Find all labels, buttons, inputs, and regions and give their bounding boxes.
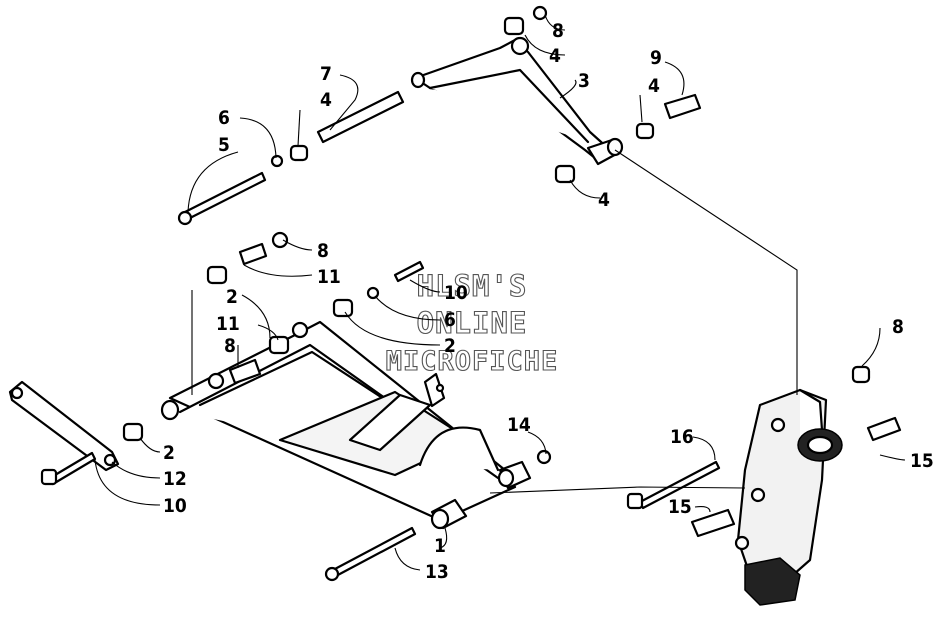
watermark-line-1: HLSM'S bbox=[417, 269, 528, 303]
callout-labels: 8 4 3 7 4 9 4 6 5 4 8 11 10 2 6 11 2 8 1… bbox=[163, 20, 934, 583]
watermark-line-3: MICROFICHE bbox=[386, 346, 559, 377]
lower-a-arm bbox=[160, 320, 532, 530]
watermark: HLSM'S ONLINE MICROFICHE bbox=[385, 268, 559, 377]
callout-3-upper-a-arm: 3 bbox=[578, 70, 590, 92]
callout-4-upper-top-bushing: 4 bbox=[549, 45, 561, 67]
callout-2-bushing-right: 2 bbox=[444, 335, 456, 357]
upper-bushings-right bbox=[554, 93, 702, 184]
lower-hardware bbox=[122, 231, 552, 465]
callout-2-bushing-link: 2 bbox=[163, 442, 175, 464]
callout-13-long-bolt: 13 bbox=[425, 561, 449, 583]
alignment-lines bbox=[191, 149, 798, 494]
callout-14-nut: 14 bbox=[507, 414, 531, 436]
callout-4-shaft-bushing: 4 bbox=[320, 89, 332, 111]
callout-12-link: 12 bbox=[163, 468, 187, 490]
upper-a-arm bbox=[410, 36, 624, 166]
callout-9-sleeve: 9 bbox=[650, 47, 662, 69]
callout-10-bolt: 10 bbox=[444, 282, 468, 304]
sway-link bbox=[8, 380, 120, 486]
spindle-knuckle bbox=[734, 388, 843, 606]
upper-pivot-shaft bbox=[177, 90, 405, 226]
callout-5-bolt: 5 bbox=[218, 134, 230, 156]
callout-15-lower-pin: 15 bbox=[668, 496, 692, 518]
callout-11-sleeve-left: 11 bbox=[216, 313, 240, 335]
spindle-hardware bbox=[626, 365, 902, 538]
watermark-line-2: ONLINE bbox=[417, 306, 528, 340]
callout-6-washer: 6 bbox=[218, 107, 230, 129]
callout-8-spindle-nut: 8 bbox=[892, 316, 904, 338]
callout-2-bushing: 2 bbox=[226, 286, 238, 308]
callout-7-shaft: 7 bbox=[320, 63, 332, 85]
callout-8-nut-left: 8 bbox=[224, 335, 236, 357]
callout-8-upper-nut: 8 bbox=[552, 20, 564, 42]
callout-6-washer-lower: 6 bbox=[444, 309, 456, 331]
callout-8-lower-nut: 8 bbox=[317, 240, 329, 262]
callout-4-lower-bushing: 4 bbox=[598, 189, 610, 211]
callout-16-bolt: 16 bbox=[670, 426, 694, 448]
long-bolt bbox=[324, 526, 417, 582]
callout-10-link-bolt: 10 bbox=[163, 495, 187, 517]
callout-4-right-bushing: 4 bbox=[648, 75, 660, 97]
upper-bushing-top bbox=[503, 5, 548, 36]
callout-15-upper-pin: 15 bbox=[910, 450, 934, 472]
callout-1-lower-a-arm: 1 bbox=[434, 535, 446, 557]
callout-leaders bbox=[94, 14, 906, 571]
callout-11-sleeve: 11 bbox=[317, 266, 341, 288]
